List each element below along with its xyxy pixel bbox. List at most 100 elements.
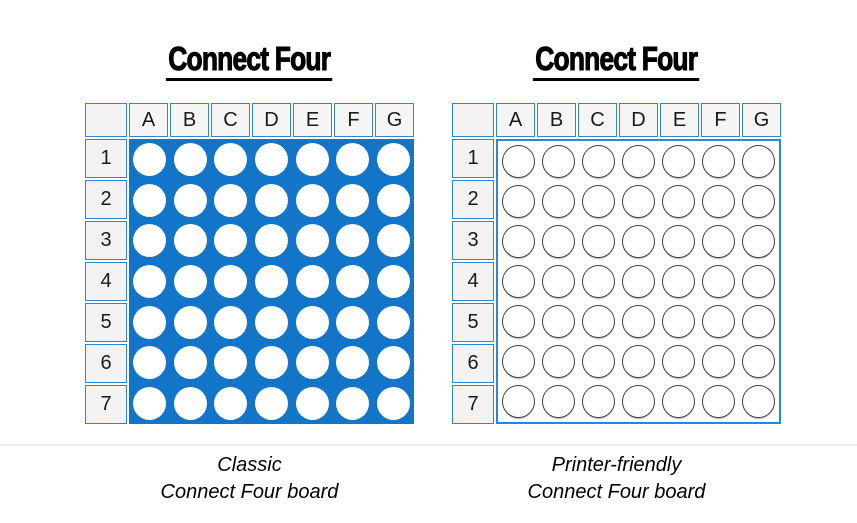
circle-cell-a4[interactable] <box>129 261 170 302</box>
circle-cell-a6[interactable] <box>498 342 538 382</box>
circle-cell-f5[interactable] <box>699 302 739 342</box>
circle-cell-e5[interactable] <box>659 302 699 342</box>
circle-cell-f6[interactable] <box>699 342 739 382</box>
circle-cell-a7[interactable] <box>498 382 538 422</box>
circle-cell-f1[interactable] <box>333 139 374 180</box>
circle-cell-c7[interactable] <box>210 383 251 424</box>
circle-cell-e4[interactable] <box>292 261 333 302</box>
circle-cell-g2[interactable] <box>739 181 779 221</box>
circle-cell-f2[interactable] <box>699 181 739 221</box>
circle-cell-a5[interactable] <box>129 302 170 343</box>
circle-cell-g1[interactable] <box>373 139 414 180</box>
circle-cell-g3[interactable] <box>739 221 779 261</box>
board-area <box>129 139 414 424</box>
circle-cell-e2[interactable] <box>292 180 333 221</box>
circle-cell-c6[interactable] <box>210 343 251 384</box>
circle-cell-a2[interactable] <box>498 181 538 221</box>
circle-cell-c2[interactable] <box>578 181 618 221</box>
circle-cell-b3[interactable] <box>538 221 578 261</box>
circle-cell-b1[interactable] <box>170 139 211 180</box>
circle-cell-c1[interactable] <box>578 141 618 181</box>
circle-cell-g4[interactable] <box>739 261 779 301</box>
circle-cell-g3[interactable] <box>373 220 414 261</box>
circle-cell-a2[interactable] <box>129 180 170 221</box>
circle-cell-c4[interactable] <box>210 261 251 302</box>
circle-cell-b1[interactable] <box>538 141 578 181</box>
circle-cell-d2[interactable] <box>618 181 658 221</box>
circle-cell-g6[interactable] <box>739 342 779 382</box>
circle-cell-d5[interactable] <box>618 302 658 342</box>
circle-cell-a1[interactable] <box>129 139 170 180</box>
circle-cell-a4[interactable] <box>498 261 538 301</box>
circle-cell-d3[interactable] <box>618 221 658 261</box>
circle-cell-b4[interactable] <box>538 261 578 301</box>
circle-cell-e4[interactable] <box>659 261 699 301</box>
circle-cell-a1[interactable] <box>498 141 538 181</box>
circle-cell-a3[interactable] <box>129 220 170 261</box>
circle-cell-b3[interactable] <box>170 220 211 261</box>
circle-cell-b6[interactable] <box>170 343 211 384</box>
circle-cell-e3[interactable] <box>659 221 699 261</box>
circle-cell-d1[interactable] <box>618 141 658 181</box>
circle-cell-f3[interactable] <box>699 221 739 261</box>
circle-cell-f4[interactable] <box>333 261 374 302</box>
circle-cell-d2[interactable] <box>251 180 292 221</box>
circle-cell-f2[interactable] <box>333 180 374 221</box>
circle-cell-e7[interactable] <box>659 382 699 422</box>
circle-cell-g4[interactable] <box>373 261 414 302</box>
circle-cell-c2[interactable] <box>210 180 251 221</box>
circle-cell-c5[interactable] <box>578 302 618 342</box>
circle-cell-d7[interactable] <box>251 383 292 424</box>
circle-cell-g5[interactable] <box>373 302 414 343</box>
circle-cell-d4[interactable] <box>618 261 658 301</box>
circle <box>662 184 696 218</box>
circle-cell-c3[interactable] <box>210 220 251 261</box>
circle-cell-c4[interactable] <box>578 261 618 301</box>
circle-cell-e1[interactable] <box>292 139 333 180</box>
circle-cell-g7[interactable] <box>373 383 414 424</box>
circle-cell-f7[interactable] <box>333 383 374 424</box>
circle-cell-a3[interactable] <box>498 221 538 261</box>
circle-cell-g5[interactable] <box>739 302 779 342</box>
circle-cell-f4[interactable] <box>699 261 739 301</box>
circle-cell-f7[interactable] <box>699 382 739 422</box>
circle-cell-c5[interactable] <box>210 302 251 343</box>
circle-cell-d1[interactable] <box>251 139 292 180</box>
circle-cell-e3[interactable] <box>292 220 333 261</box>
circle-cell-g6[interactable] <box>373 343 414 384</box>
circle-cell-a7[interactable] <box>129 383 170 424</box>
circle-cell-f1[interactable] <box>699 141 739 181</box>
circle-cell-c7[interactable] <box>578 382 618 422</box>
circle-cell-b2[interactable] <box>538 181 578 221</box>
circle-cell-f5[interactable] <box>333 302 374 343</box>
circle-cell-b5[interactable] <box>170 302 211 343</box>
circle-cell-e6[interactable] <box>292 343 333 384</box>
circle-cell-c3[interactable] <box>578 221 618 261</box>
circle-cell-b4[interactable] <box>170 261 211 302</box>
circle-cell-g1[interactable] <box>739 141 779 181</box>
circle-cell-b7[interactable] <box>170 383 211 424</box>
circle-cell-g2[interactable] <box>373 180 414 221</box>
circle-cell-e1[interactable] <box>659 141 699 181</box>
circle-cell-f3[interactable] <box>333 220 374 261</box>
circle-cell-g7[interactable] <box>739 382 779 422</box>
circle-cell-d6[interactable] <box>618 342 658 382</box>
circle-cell-b6[interactable] <box>538 342 578 382</box>
circle-cell-d4[interactable] <box>251 261 292 302</box>
circle-cell-b5[interactable] <box>538 302 578 342</box>
circle-cell-b2[interactable] <box>170 180 211 221</box>
circle-cell-a5[interactable] <box>498 302 538 342</box>
circle-cell-e7[interactable] <box>292 383 333 424</box>
circle-cell-e6[interactable] <box>659 342 699 382</box>
circle-cell-d6[interactable] <box>251 343 292 384</box>
circle-cell-d7[interactable] <box>618 382 658 422</box>
circle-cell-e2[interactable] <box>659 181 699 221</box>
circle-cell-f6[interactable] <box>333 343 374 384</box>
circle-cell-e5[interactable] <box>292 302 333 343</box>
circle-cell-c1[interactable] <box>210 139 251 180</box>
circle-cell-d5[interactable] <box>251 302 292 343</box>
circle-cell-d3[interactable] <box>251 220 292 261</box>
circle-cell-a6[interactable] <box>129 343 170 384</box>
circle-cell-c6[interactable] <box>578 342 618 382</box>
circle-cell-b7[interactable] <box>538 382 578 422</box>
